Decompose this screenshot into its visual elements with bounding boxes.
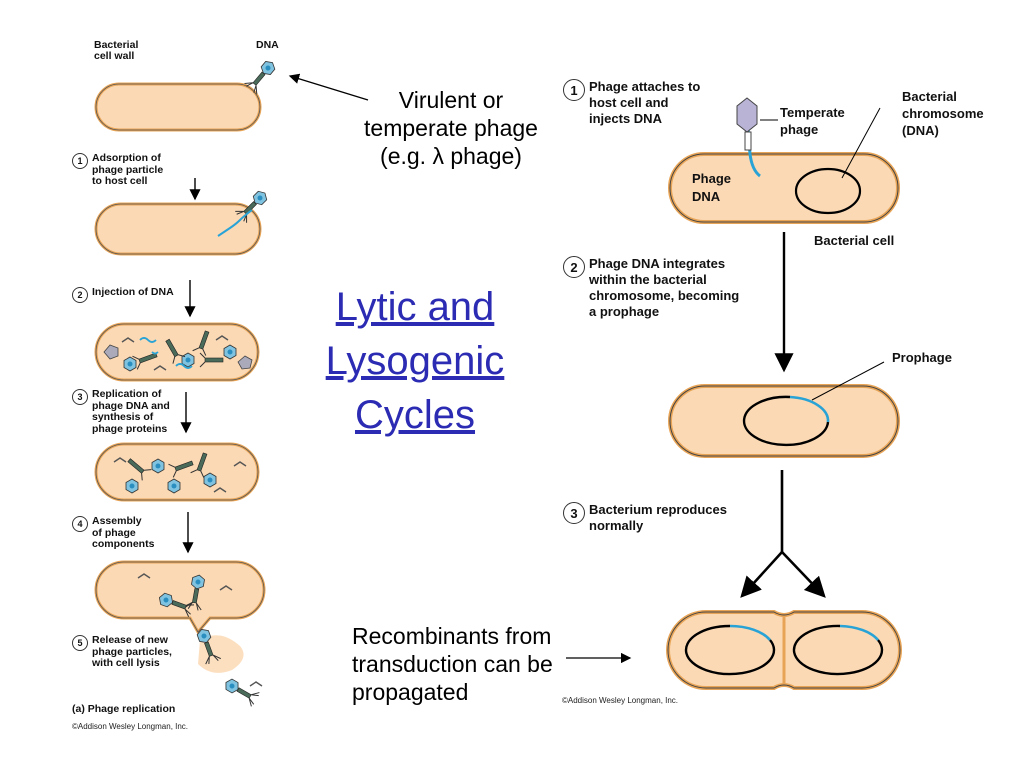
step-text: Injection of DNA <box>92 286 174 298</box>
step-number: 3 <box>563 502 585 524</box>
step-text: Phage DNA integrates within the bacteria… <box>589 256 740 319</box>
left-cell-5 <box>94 560 266 635</box>
released-phage-cluster <box>193 626 263 708</box>
left-cell-2 <box>94 202 262 256</box>
injected-dna-icon <box>217 209 253 237</box>
step-number: 1 <box>563 79 585 101</box>
prophage-label: Prophage <box>892 350 952 365</box>
left-step-3: 3 Replication of phage DNA and synthesis… <box>72 388 170 435</box>
step-text: Adsorption of phage particle to host cel… <box>92 152 164 187</box>
phage-replication-caption: (a) Phage replication <box>72 703 176 715</box>
bacterial-chromosome <box>794 167 862 215</box>
step-text: Assembly of phage components <box>92 515 155 550</box>
right-cell-3-dividing <box>666 610 902 690</box>
left-cell-3 <box>94 322 260 382</box>
prophage-segment <box>789 395 830 423</box>
left-copyright: ©Addison Wesley Longman, Inc. <box>72 722 189 731</box>
dna-label: DNA <box>256 39 279 51</box>
page-title: Lytic and Lysogenic Cycles <box>325 285 505 437</box>
left-step-2: 2 Injection of DNA <box>72 286 174 303</box>
phage-dna-label: Phage DNA <box>692 171 732 204</box>
temperate-phage-icon <box>736 97 758 151</box>
left-step-1: 1 Adsorption of phage particle to host c… <box>72 152 164 188</box>
bacterial-chromosome-label: Bacterial chromosome (DNA) <box>902 89 984 138</box>
bacterial-cell-label: Bacterial cell <box>814 233 895 248</box>
left-cell-1 <box>94 82 262 132</box>
step-number: 3 <box>72 389 88 405</box>
virulent-arrow <box>288 73 369 101</box>
recombinants-annotation: Recombinants from transduction can be pr… <box>352 623 553 705</box>
split-arrow <box>740 470 826 598</box>
right-step-1: 1 Phage attaches to host cell and inject… <box>563 79 700 127</box>
right-copyright: ©Addison Wesley Longman, Inc. <box>562 696 679 705</box>
cell-wall-label: Bacterial cell wall <box>94 39 139 62</box>
step-text: Release of new phage particles, with cel… <box>92 634 172 669</box>
right-step-3: 3 Bacterium reproduces normally <box>563 502 727 534</box>
step-text: Phage attaches to host cell and injects … <box>589 79 701 126</box>
left-cell-4 <box>94 442 260 502</box>
left-step-5: 5 Release of new phage particles, with c… <box>72 634 172 670</box>
step-text: Replication of phage DNA and synthesis o… <box>92 388 170 435</box>
right-step-2: 2 Phage DNA integrates within the bacter… <box>563 256 739 320</box>
step-text: Bacterium reproduces normally <box>589 502 727 533</box>
virulent-annotation: Virulent or temperate phage (e.g. λ phag… <box>364 87 538 169</box>
step-number: 2 <box>563 256 585 278</box>
right-cell-1 <box>668 127 900 224</box>
step-number: 2 <box>72 287 88 303</box>
step-number: 1 <box>72 153 88 169</box>
temperate-phage-label: Temperate phage <box>780 105 845 137</box>
step-number: 4 <box>72 516 88 532</box>
step-number: 5 <box>72 635 88 651</box>
phage-dna-strand <box>746 127 761 178</box>
right-cell-2 <box>668 384 900 458</box>
left-step-4: 4 Assembly of phage components <box>72 515 155 551</box>
